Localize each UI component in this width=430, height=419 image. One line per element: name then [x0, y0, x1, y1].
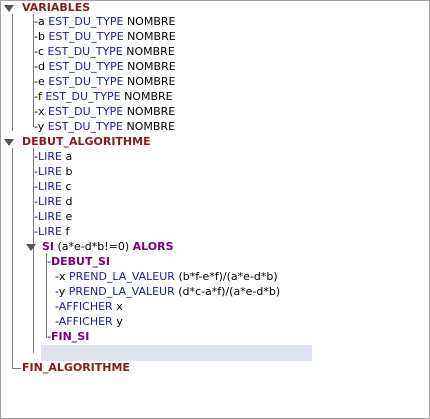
algorithm-header[interactable]: DEBUT_ALGORITHME [22, 135, 151, 148]
tree-line [33, 14, 34, 127]
variable-row[interactable]: -d EST_DU_TYPE NOMBRE [34, 60, 176, 73]
tree-line [12, 148, 13, 368]
tree-line [12, 14, 13, 131]
read-row[interactable]: -LIRE f [34, 225, 70, 238]
if-end-row[interactable]: -FIN_SI [47, 330, 90, 343]
variable-row[interactable]: -y EST_DU_TYPE NOMBRE [34, 120, 176, 133]
selected-empty-line[interactable] [41, 345, 312, 361]
assign-row[interactable]: -y PREND_LA_VALEUR (d*c-a*f)/(a*e-d*b) [55, 285, 281, 298]
collapse-triangle-icon[interactable] [26, 244, 36, 251]
if-row[interactable]: SI (a*e-d*b!=0) ALORS [42, 240, 174, 253]
read-row[interactable]: -LIRE c [34, 180, 72, 193]
variables-header[interactable]: VARIABLES [22, 1, 91, 14]
print-row[interactable]: -AFFICHER y [55, 315, 123, 328]
tree-line [12, 368, 21, 369]
read-row[interactable]: -LIRE e [34, 210, 73, 223]
variable-row[interactable]: -f EST_DU_TYPE NOMBRE [34, 90, 173, 103]
read-row[interactable]: -LIRE d [34, 195, 73, 208]
variable-row[interactable]: -e EST_DU_TYPE NOMBRE [34, 75, 176, 88]
collapse-triangle-icon[interactable] [4, 139, 14, 146]
read-row[interactable]: -LIRE b [34, 165, 73, 178]
tree-line [46, 253, 47, 338]
assign-row[interactable]: -x PREND_LA_VALEUR (b*f-e*f)/(a*e-d*b) [55, 270, 278, 283]
variable-row[interactable]: -x EST_DU_TYPE NOMBRE [34, 105, 176, 118]
algorithm-footer[interactable]: FIN_ALGORITHME [22, 361, 130, 374]
read-row[interactable]: -LIRE a [34, 150, 73, 163]
if-begin-row[interactable]: -DEBUT_SI [47, 255, 110, 268]
collapse-triangle-icon[interactable] [4, 5, 14, 12]
variable-row[interactable]: -b EST_DU_TYPE NOMBRE [34, 30, 176, 43]
variable-row[interactable]: -c EST_DU_TYPE NOMBRE [34, 45, 175, 58]
variable-row[interactable]: -a EST_DU_TYPE NOMBRE [34, 15, 176, 28]
print-row[interactable]: -AFFICHER x [55, 300, 123, 313]
